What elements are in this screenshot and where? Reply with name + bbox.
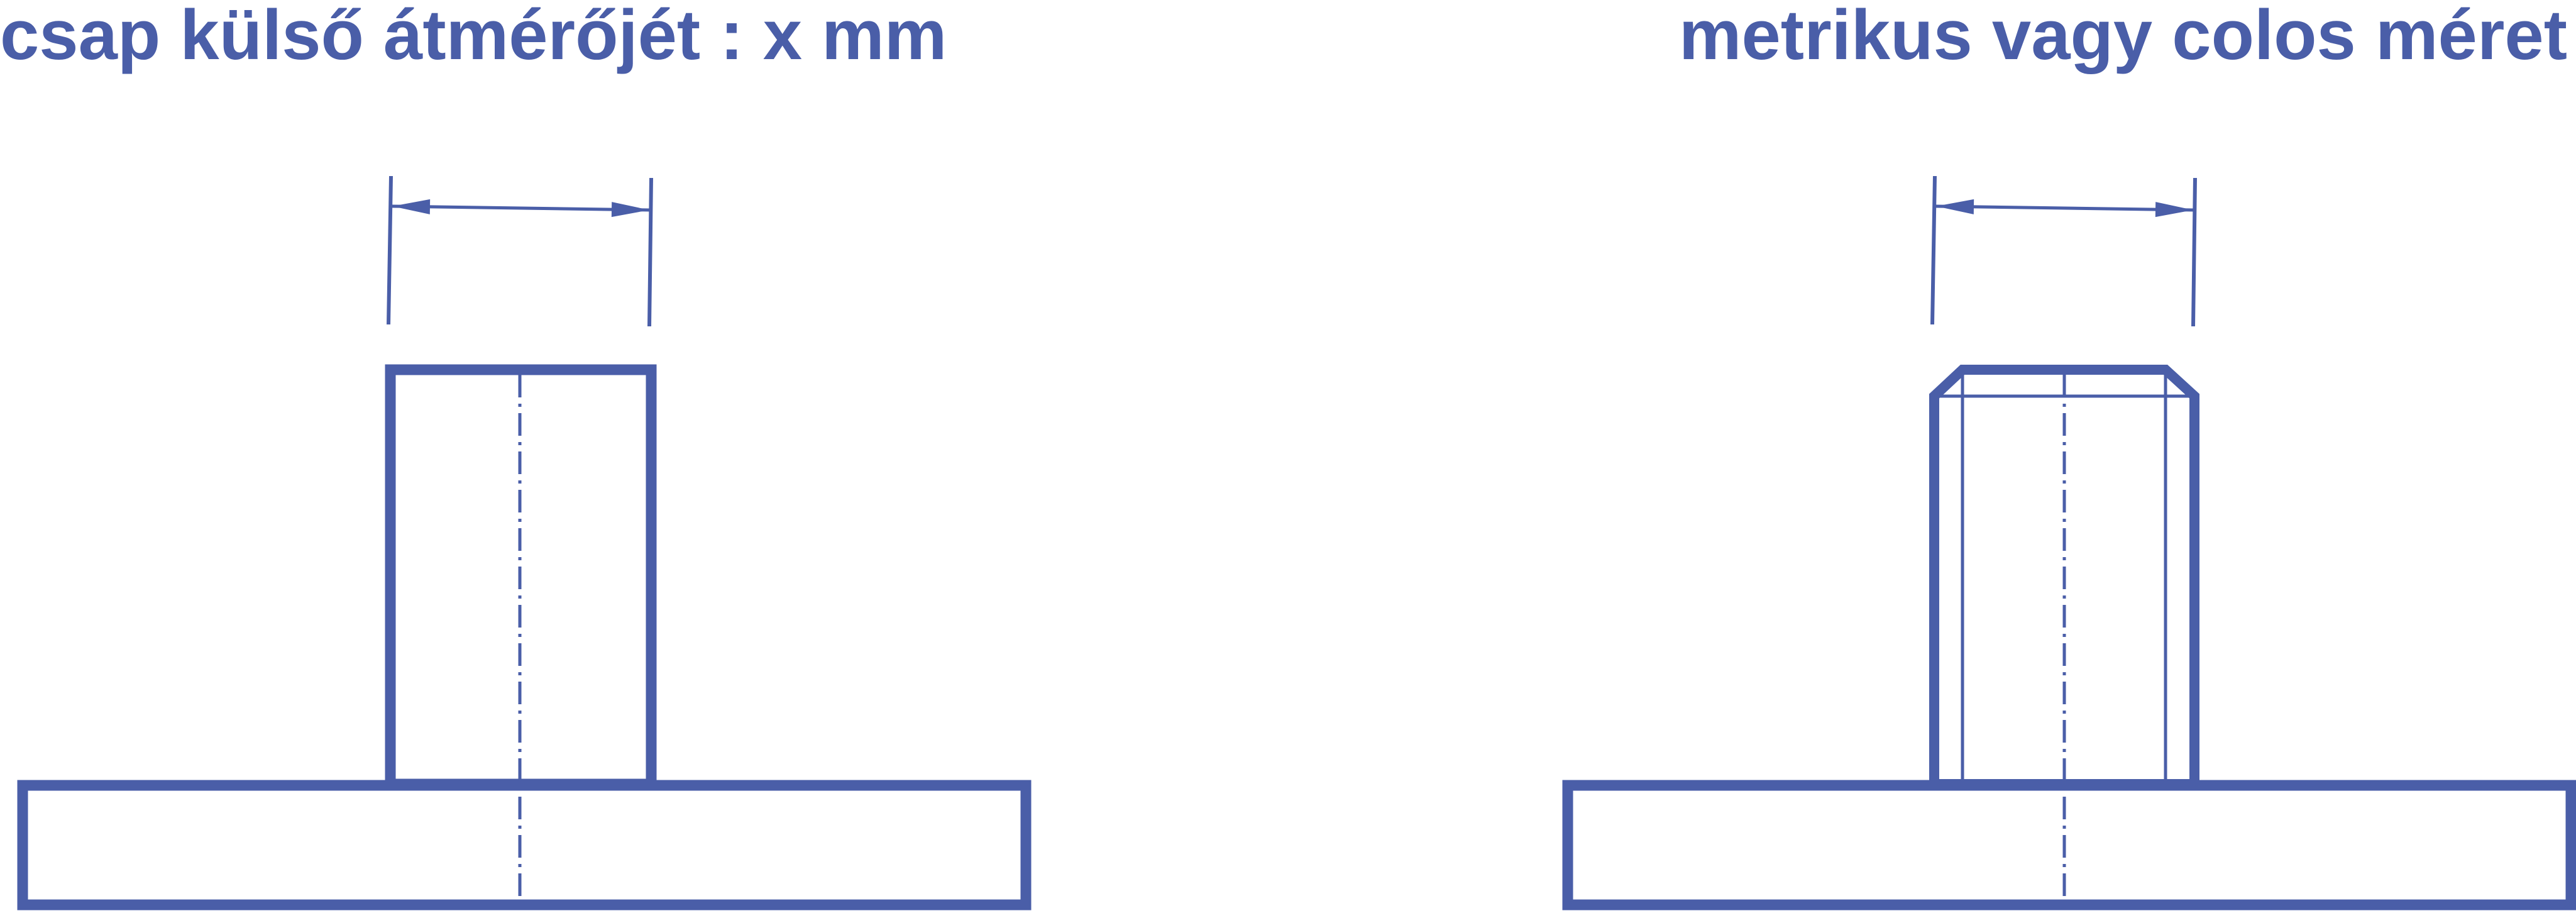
- arrowhead-start-icon: [392, 199, 431, 214]
- right-base-plate: [1562, 780, 2576, 910]
- left-extension-line-left: [387, 175, 393, 325]
- right-dimension-arrow: [1935, 204, 2194, 212]
- left-extension-line-right: [647, 177, 653, 327]
- right-extension-line-left: [1930, 175, 1937, 325]
- arrowhead-end-icon: [611, 202, 649, 218]
- plain-pin-diagram: [17, 175, 1032, 910]
- left-base-plate: [17, 780, 1032, 910]
- left-dimension-arrow: [392, 204, 650, 212]
- left-diagram-caption: csap külső átmérőjét : x mm: [0, 0, 947, 74]
- threaded-pin-diagram: [1562, 175, 2576, 910]
- arrowhead-start-icon: [1936, 199, 1974, 214]
- arrowhead-end-icon: [2155, 202, 2193, 218]
- right-extension-line-right: [2191, 177, 2197, 327]
- right-diagram-caption: metrikus vagy colos méret: [1678, 0, 2567, 74]
